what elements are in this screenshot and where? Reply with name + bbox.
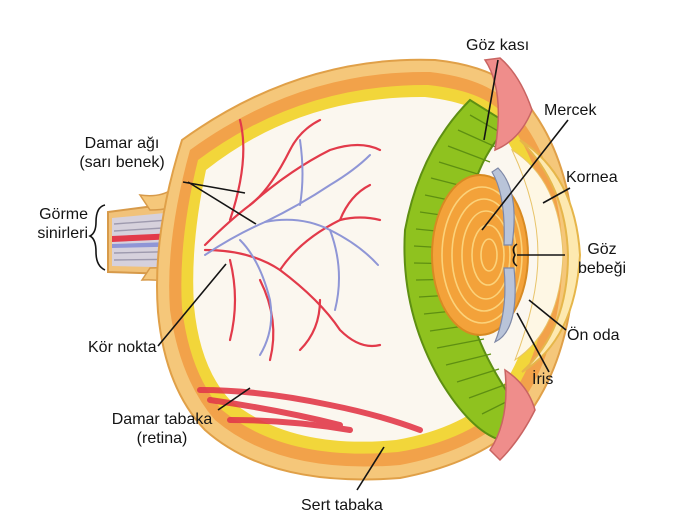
pupil-bracket (512, 243, 518, 267)
label-goz-bebegi-line1: Göz (587, 241, 617, 258)
label-damar-tabaka-line2: (retina) (136, 430, 188, 447)
optic-nerve-bracket (88, 204, 106, 271)
label-damar-agi-line2: (sarı benek) (79, 154, 165, 171)
leader-lines (88, 59, 571, 491)
label-kornea: Kornea (566, 169, 618, 186)
label-goz-bebegi: Göz bebeği (572, 240, 632, 278)
leader-mercek (481, 119, 569, 231)
label-gorme-line1: Görme (39, 206, 88, 223)
label-goz-kasi: Göz kası (466, 37, 530, 54)
label-damar-tabaka-line1: Damar tabaka (111, 411, 213, 428)
leader-damar-tabaka (217, 387, 251, 411)
label-sert-tabaka: Sert tabaka (301, 497, 383, 514)
label-damar-agi: Damar ağı (sarı benek) (62, 134, 182, 172)
label-kor-nokta: Kör nokta (88, 339, 157, 356)
label-gorme-sinirleri: Görme sinirleri (14, 205, 88, 243)
iris (491, 167, 516, 344)
cornea (519, 139, 582, 373)
anterior-chamber (510, 148, 564, 362)
label-damar-agi-line1: Damar ağı (84, 135, 160, 152)
label-on-oda: Ön oda (567, 327, 620, 344)
leader-iris (516, 312, 550, 373)
leader-damar-agi-1 (182, 181, 246, 194)
label-goz-bebegi-line2: bebeği (577, 260, 627, 277)
leader-kor-nokta (157, 263, 227, 347)
label-gorme-line2: sinirleri (37, 225, 88, 242)
leader-goz-kasi (483, 59, 499, 141)
leader-kornea (542, 187, 571, 204)
label-damar-tabaka: Damar tabaka (retina) (102, 410, 222, 448)
eye-muscles (483, 57, 536, 462)
leader-damar-agi-2 (187, 181, 257, 225)
blood-vessels (197, 118, 423, 433)
label-iris: İris (532, 371, 554, 388)
leader-on-oda (528, 299, 567, 331)
leader-sert-tabaka (356, 446, 385, 491)
label-mercek: Mercek (544, 102, 597, 119)
